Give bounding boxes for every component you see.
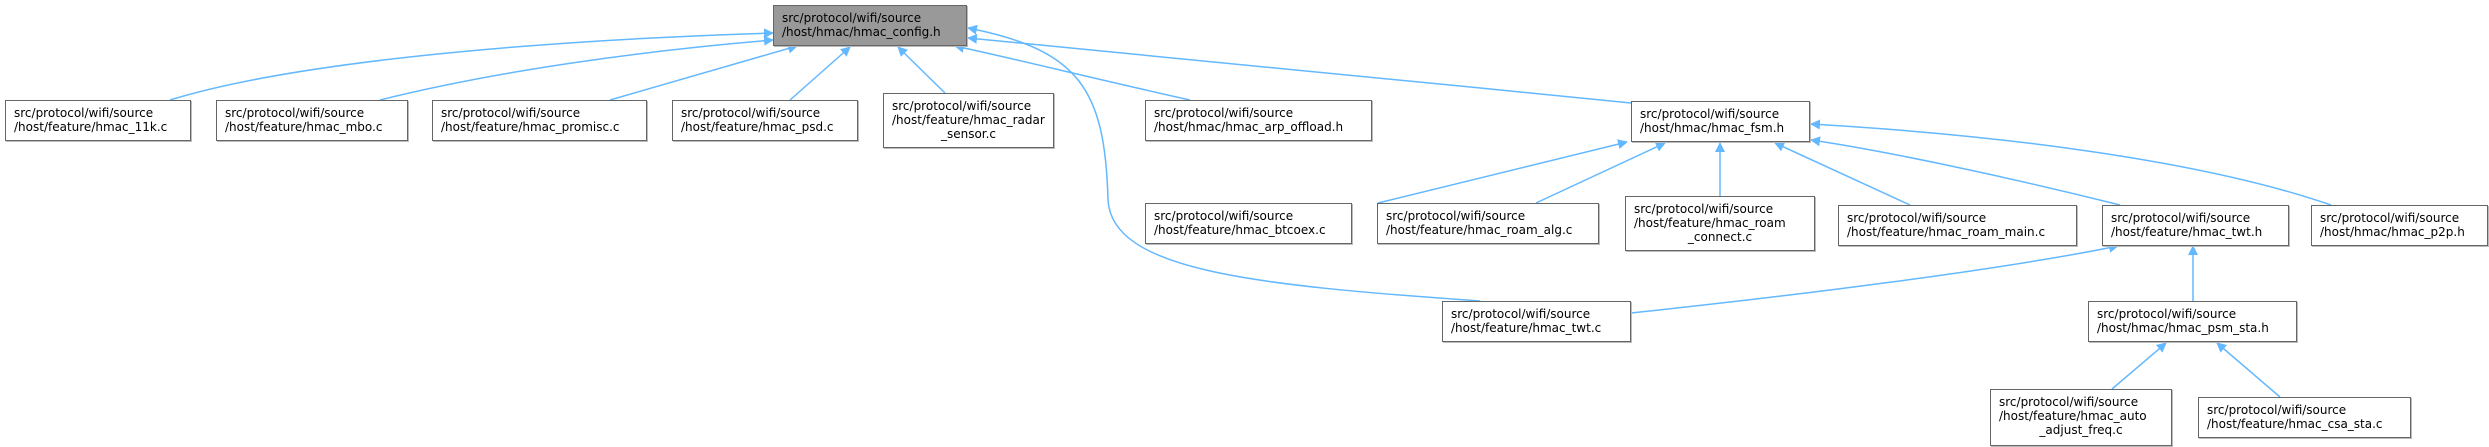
node-label-line: /host/feature/hmac_11k.c xyxy=(14,120,168,134)
node-label-line: src/protocol/wifi/source xyxy=(441,106,581,120)
node-hmac-arp-offload-h[interactable]: src/protocol/wifi/source/host/hmac/hmac_… xyxy=(1145,100,1372,141)
node-label-line: src/protocol/wifi/source xyxy=(1640,107,1780,121)
node-label-line: src/protocol/wifi/source xyxy=(2207,403,2347,417)
node-label-line: src/protocol/wifi/source xyxy=(1999,395,2139,409)
node-label-line: /host/feature/hmac_psd.c xyxy=(681,120,834,134)
node-hmac-csa-sta-c[interactable]: src/protocol/wifi/source/host/feature/hm… xyxy=(2198,397,2411,438)
node-label-line: /host/feature/hmac_roam_main.c xyxy=(1847,225,2046,239)
node-hmac-config-h[interactable]: src/protocol/wifi/source/host/hmac/hmac_… xyxy=(773,5,967,46)
edge-hmac-arp-offload-h xyxy=(954,43,1191,101)
node-label-line: src/protocol/wifi/source xyxy=(14,106,154,120)
edge-hmac-twt-c-to-twt-h xyxy=(1630,242,2119,314)
edge-hmac-psd-c xyxy=(789,46,851,101)
node-label-line: src/protocol/wifi/source xyxy=(1154,106,1294,120)
edge-hmac-roam-main-c xyxy=(1774,142,1911,206)
node-label-line: /host/feature/hmac_radar xyxy=(892,113,1045,127)
node-hmac-roam-alg-c[interactable]: src/protocol/wifi/source/host/feature/hm… xyxy=(1377,203,1599,244)
node-label-line: /host/feature/hmac_roam_alg.c xyxy=(1386,223,1573,237)
node-label-line: _connect.c xyxy=(1687,230,1753,244)
node-hmac-psm-sta-h[interactable]: src/protocol/wifi/source/host/hmac/hmac_… xyxy=(2088,301,2297,342)
node-label-line: src/protocol/wifi/source xyxy=(1634,202,1774,216)
node-label-line: /host/feature/hmac_auto xyxy=(1999,409,2147,423)
edge-hmac-roam-alg-c xyxy=(1535,142,1666,204)
node-hmac-psd-c[interactable]: src/protocol/wifi/source/host/feature/hm… xyxy=(672,100,858,141)
node-hmac-promisc-c[interactable]: src/protocol/wifi/source/host/feature/hm… xyxy=(432,100,647,141)
node-label-line: /host/feature/hmac_promisc.c xyxy=(441,120,620,134)
node-label-line: /host/feature/hmac_csa_sta.c xyxy=(2207,417,2383,431)
node-label-line: /host/hmac/hmac_p2p.h xyxy=(2320,225,2465,239)
node-hmac-btcoex-c[interactable]: src/protocol/wifi/source/host/feature/hm… xyxy=(1145,203,1352,244)
node-label-line: src/protocol/wifi/source xyxy=(2320,211,2460,225)
edge-hmac-promisc-c xyxy=(609,43,798,101)
node-label-line: /host/feature/hmac_twt.h xyxy=(2111,225,2263,239)
node-label-line: src/protocol/wifi/source xyxy=(1154,209,1294,223)
edge-hmac-btcoex-c xyxy=(1377,139,1628,204)
node-hmac-roam-main-c[interactable]: src/protocol/wifi/source/host/feature/hm… xyxy=(1838,205,2077,246)
edge-hmac-radar-sensor-c xyxy=(897,46,946,94)
node-hmac-p2p-h[interactable]: src/protocol/wifi/source/host/hmac/hmac_… xyxy=(2311,205,2488,246)
node-hmac-roam-connect-c[interactable]: src/protocol/wifi/source/host/feature/hm… xyxy=(1625,196,1815,251)
edge-hmac-twt-h xyxy=(1810,136,2121,206)
node-label-line: /host/hmac/hmac_arp_offload.h xyxy=(1154,120,1344,134)
node-label-line: src/protocol/wifi/source xyxy=(782,11,922,25)
node-label-line: /host/hmac/hmac_psm_sta.h xyxy=(2097,321,2269,335)
node-label-line: /host/feature/hmac_twt.c xyxy=(1451,321,1602,335)
node-hmac-twt-h[interactable]: src/protocol/wifi/source/host/feature/hm… xyxy=(2102,205,2289,246)
node-hmac-auto-adjust-freq-c[interactable]: src/protocol/wifi/source/host/feature/hm… xyxy=(1990,389,2172,446)
node-label-line: /host/feature/hmac_btcoex.c xyxy=(1154,223,1326,237)
edge-hmac-twt-c xyxy=(967,24,1481,302)
node-label-line: src/protocol/wifi/source xyxy=(1386,209,1526,223)
node-label-line: src/protocol/wifi/source xyxy=(2097,307,2237,321)
node-label-line: _sensor.c xyxy=(940,127,997,141)
edge-hmac-fsm-h xyxy=(967,33,1632,104)
edge-hmac-mbo-c xyxy=(379,35,774,101)
node-hmac-11k-c[interactable]: src/protocol/wifi/source/host/feature/hm… xyxy=(5,100,191,141)
edge-hmac-p2p-h xyxy=(1810,119,2332,206)
node-label-line: _adjust_freq.c xyxy=(2039,423,2123,437)
node-label-line: src/protocol/wifi/source xyxy=(1847,211,1987,225)
node-label-line: src/protocol/wifi/source xyxy=(892,99,1032,113)
node-hmac-mbo-c[interactable]: src/protocol/wifi/source/host/feature/hm… xyxy=(216,100,408,141)
node-label-line: src/protocol/wifi/source xyxy=(2111,211,2251,225)
node-label-line: src/protocol/wifi/source xyxy=(681,106,821,120)
node-label-line: src/protocol/wifi/source xyxy=(225,106,365,120)
node-label-line: /host/hmac/hmac_config.h xyxy=(782,25,941,39)
node-label-line: src/protocol/wifi/source xyxy=(1451,307,1591,321)
node-hmac-fsm-h[interactable]: src/protocol/wifi/source/host/hmac/hmac_… xyxy=(1631,101,1810,142)
edge-hmac-csa-sta-c xyxy=(2216,342,2281,398)
node-hmac-twt-c[interactable]: src/protocol/wifi/source/host/feature/hm… xyxy=(1442,301,1631,342)
edge-hmac-auto-adjust-freq-c xyxy=(2111,342,2167,390)
node-label-line: /host/feature/hmac_mbo.c xyxy=(225,120,383,134)
node-label-line: /host/hmac/hmac_fsm.h xyxy=(1640,121,1785,135)
node-hmac-radar-sensor-c[interactable]: src/protocol/wifi/source/host/feature/hm… xyxy=(883,93,1054,148)
node-label-line: /host/feature/hmac_roam xyxy=(1634,216,1786,230)
edge-hmac-11k-c xyxy=(169,28,774,101)
